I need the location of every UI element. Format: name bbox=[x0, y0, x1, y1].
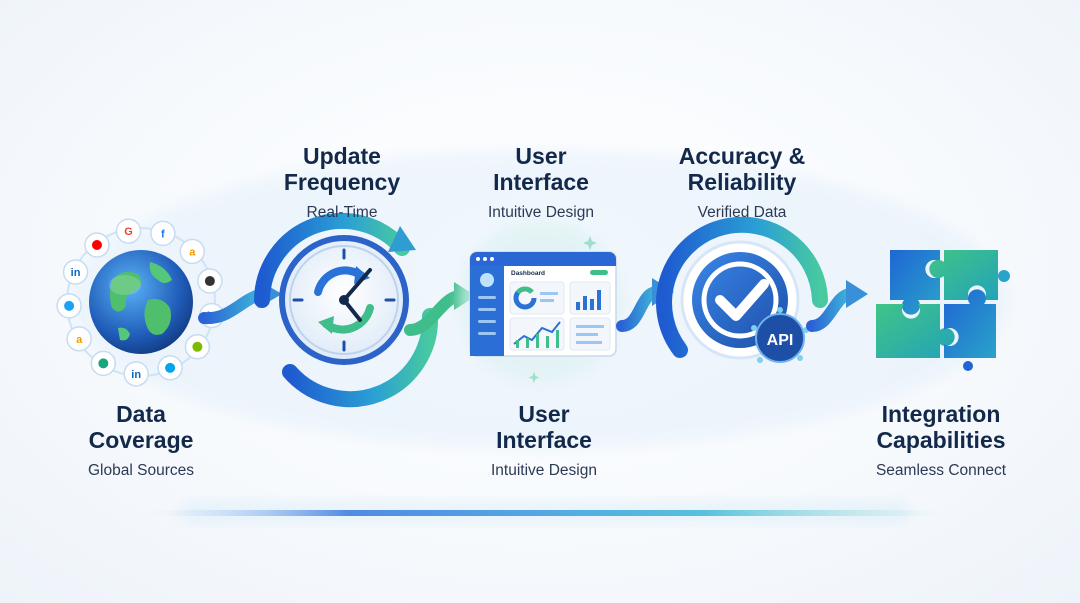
step-title-line1: User bbox=[518, 401, 570, 427]
clock-refresh-icon bbox=[254, 212, 439, 408]
step-title-line2: Reliability bbox=[687, 169, 797, 195]
brand-logo-badge-icon bbox=[184, 334, 211, 360]
step-title-line1: Integration bbox=[881, 401, 1001, 427]
svg-text:a: a bbox=[189, 246, 196, 258]
step-title-line2: Capabilities bbox=[876, 427, 1006, 453]
step-subtitle: Real-Time bbox=[306, 204, 378, 221]
step-accuracy-reliability-label: Accuracy & Reliability Verified Data bbox=[632, 143, 852, 223]
brand-logo-badge-icon bbox=[90, 350, 117, 377]
brand-logo-badge-icon: f bbox=[150, 220, 176, 247]
svg-text:a: a bbox=[76, 334, 83, 346]
step-title-line1: User bbox=[515, 143, 567, 169]
step-update-frequency-label: Update Frequency Real-Time bbox=[232, 143, 452, 223]
api-label: API bbox=[767, 332, 794, 349]
svg-text:f: f bbox=[161, 228, 165, 240]
brand-logo-badge-icon bbox=[84, 232, 110, 258]
step-subtitle: Seamless Connect bbox=[875, 462, 1007, 479]
dashboard-window-icon: Dashboard bbox=[459, 220, 623, 384]
brand-logo-badge-icon bbox=[157, 355, 183, 381]
step-title-line1: Accuracy & bbox=[678, 143, 806, 169]
step-title-line2: Frequency bbox=[283, 169, 401, 195]
flow-arrow-4 bbox=[806, 280, 868, 332]
step-subtitle: Verified Data bbox=[697, 204, 787, 221]
checkmark-api-icon: API bbox=[656, 216, 828, 363]
brand-logo-badge-icon bbox=[56, 293, 82, 319]
step-subtitle: Global Sources bbox=[88, 462, 194, 479]
step-subtitle: Intuitive Design bbox=[491, 462, 597, 479]
brand-logo-badge-icon: a bbox=[66, 326, 92, 352]
svg-text:in: in bbox=[131, 369, 141, 381]
repeat-user-interface-label: User Interface Intuitive Design bbox=[434, 401, 654, 481]
step-data-coverage-label: Data Coverage Global Sources bbox=[31, 401, 251, 481]
step-user-interface-label: User Interface Intuitive Design bbox=[431, 143, 651, 223]
step-title-line2: Interface bbox=[493, 169, 589, 195]
step-title-line2: Coverage bbox=[88, 427, 194, 453]
step-title-line2: Interface bbox=[496, 427, 592, 453]
step-subtitle: Intuitive Design bbox=[488, 204, 594, 221]
brand-logo-badge-icon: in bbox=[62, 259, 89, 285]
puzzle-pieces-icon bbox=[876, 250, 1010, 371]
brand-logo-badge-icon: a bbox=[179, 238, 206, 265]
step-title-line1: Update bbox=[303, 143, 381, 169]
step-title-line1: Data bbox=[116, 401, 166, 427]
svg-text:G: G bbox=[124, 226, 133, 238]
api-node-icon: API bbox=[751, 307, 809, 363]
dashboard-title: Dashboard bbox=[511, 270, 545, 277]
step-integration-capabilities-label: Integration Capabilities Seamless Connec… bbox=[831, 401, 1051, 481]
brand-logo-badge-icon bbox=[197, 268, 223, 294]
brand-logo-badge-icon: in bbox=[123, 361, 149, 387]
svg-text:in: in bbox=[71, 267, 81, 279]
brand-logo-badge-icon: G bbox=[115, 218, 142, 244]
